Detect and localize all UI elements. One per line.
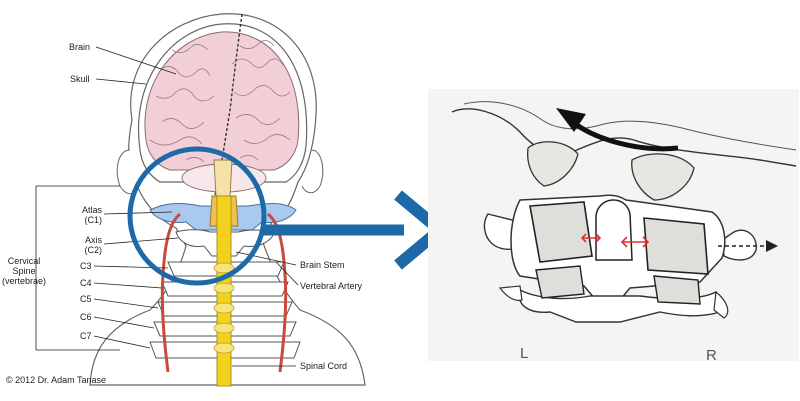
left-occipital-condyle [526, 141, 579, 187]
right-c2-facet [653, 275, 701, 305]
highlight-circle [127, 146, 267, 286]
red-gap-markers [580, 233, 650, 248]
right-occipital-condyle [631, 153, 695, 201]
left-wing [498, 285, 523, 301]
label-brain-stem: Brain Stem [300, 260, 345, 270]
xray-drawing: L R [428, 89, 799, 364]
spinal-discs [213, 262, 235, 354]
skull-base-inner [463, 101, 797, 151]
label-c7: C7 [80, 331, 92, 341]
copyright-text: © 2012 Dr. Adam Tanase [6, 375, 106, 385]
label-c5: C5 [80, 294, 92, 304]
rotation-arrowhead [556, 108, 586, 132]
label-c4: C4 [80, 278, 92, 288]
dens [595, 199, 633, 261]
leader-lines [35, 46, 299, 367]
skull-base-outline [451, 108, 797, 167]
label-brain: Brain [69, 42, 90, 52]
label-c6: C6 [80, 312, 92, 322]
label-right-side: R [706, 347, 717, 364]
label-vertebral-artery: Vertebral Artery [300, 281, 363, 291]
brain-gyri [149, 40, 291, 163]
label-axis: Axis(C2) [85, 235, 103, 255]
left-lateral-mass [529, 201, 593, 263]
right-ear [301, 149, 324, 194]
label-spinal-cord: Spinal Cord [300, 361, 347, 371]
label-left-side: L [520, 345, 528, 362]
right-wing [713, 290, 729, 319]
label-skull: Skull [70, 74, 90, 84]
brain-stem [213, 159, 233, 197]
right-lateral-mass [643, 217, 709, 275]
label-c3: C3 [80, 261, 92, 271]
brain [144, 31, 300, 171]
left-c2-facet [535, 265, 585, 299]
dashed-arrowhead [766, 240, 778, 252]
label-atlas: Atlas(C1) [82, 205, 103, 225]
left-vertebral-artery [160, 212, 182, 373]
